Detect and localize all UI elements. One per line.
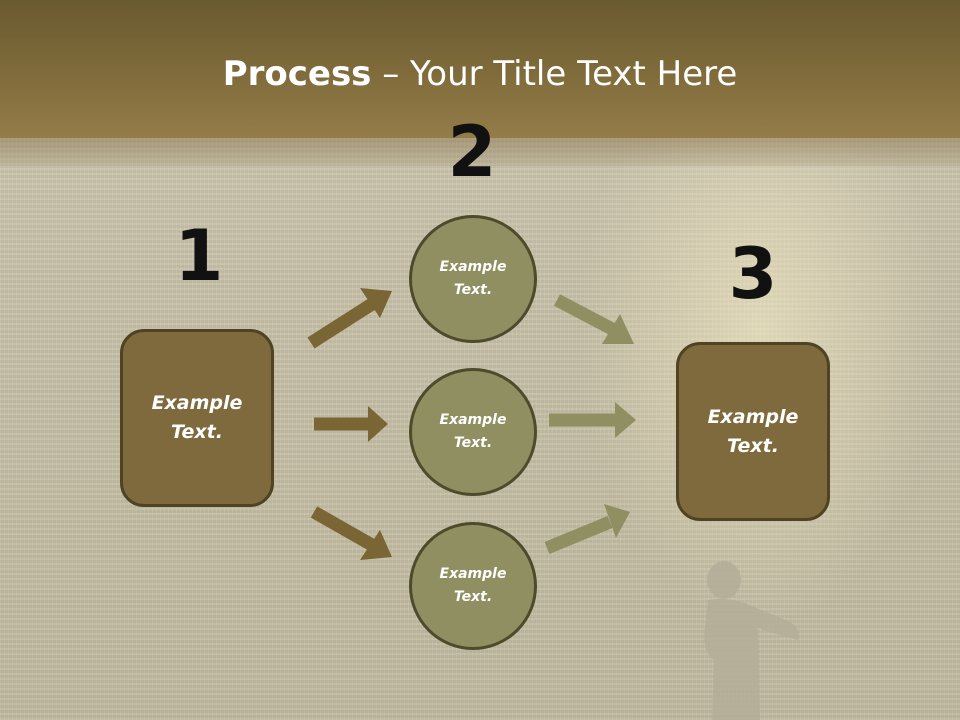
title-bold-part: Process	[222, 54, 372, 94]
arrow-3-head-icon	[360, 530, 392, 560]
circle-top-line-1: Example	[439, 259, 507, 275]
right-box-line-1: Example	[707, 405, 799, 428]
arrow-4-head-icon	[602, 314, 634, 344]
arrow-1-head-icon	[360, 288, 392, 318]
step-number-3: 3	[728, 233, 778, 315]
circle-bottom-line-2: Text.	[453, 589, 493, 605]
title-rest-part: – Your Title Text Here	[371, 54, 738, 94]
arrow-6-shaft	[544, 515, 613, 555]
circle-bottom-line-1: Example	[439, 566, 507, 582]
process-circle-top[interactable]: Example Text.	[409, 215, 537, 343]
step-number-2: 2	[447, 111, 497, 193]
right-process-box[interactable]: Example Text.	[676, 342, 830, 521]
arrow-3-shaft	[310, 506, 376, 551]
step-number-1: 1	[174, 215, 224, 297]
left-process-box[interactable]: Example Text.	[120, 329, 274, 507]
arrow-2-head-icon	[368, 406, 388, 442]
title-bar-shadow	[0, 138, 960, 166]
arrow-4-shaft	[553, 294, 618, 336]
slide-title: Process – Your Title Text Here	[0, 52, 960, 96]
process-circle-bottom[interactable]: Example Text.	[409, 522, 537, 650]
arrow-5-head-icon	[615, 402, 636, 438]
arrow-1-shaft	[307, 298, 376, 349]
circle-top-line-2: Text.	[453, 282, 493, 298]
left-box-line-1: Example	[151, 392, 243, 414]
left-box-line-2: Text.	[171, 421, 223, 443]
title-bar	[0, 0, 960, 138]
circle-middle-line-2: Text.	[453, 435, 493, 451]
right-box-line-2: Text.	[727, 434, 779, 457]
process-circle-middle[interactable]: Example Text.	[409, 368, 537, 496]
circle-middle-line-1: Example	[439, 412, 507, 428]
arrow-6-head-icon	[604, 504, 630, 538]
